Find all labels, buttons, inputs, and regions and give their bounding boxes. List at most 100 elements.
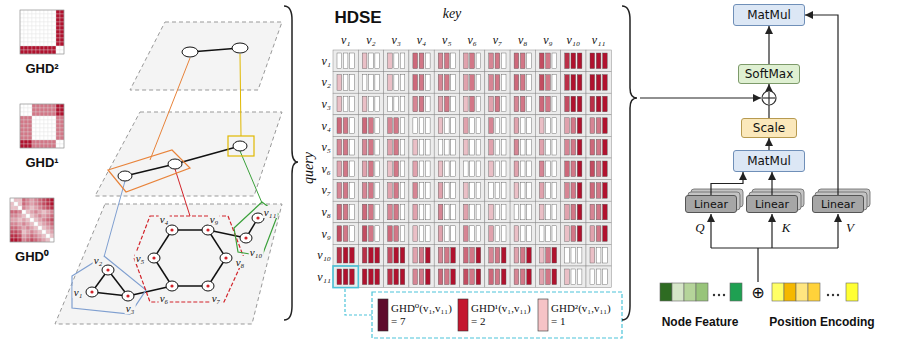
ghd-cell xyxy=(52,132,56,136)
ghd-cell xyxy=(20,136,24,140)
distance-bar xyxy=(369,161,374,177)
distance-bar xyxy=(394,204,399,220)
ghd-cell xyxy=(44,50,48,54)
ghd-cell xyxy=(46,210,50,214)
distance-bar xyxy=(571,75,576,91)
ghd-cell xyxy=(46,222,50,226)
distance-bar xyxy=(394,75,399,91)
dot xyxy=(827,294,829,296)
column-label: v₁ xyxy=(341,33,351,48)
distance-bar xyxy=(350,161,355,177)
matrix-cell xyxy=(434,115,459,137)
ghd-cell xyxy=(20,144,24,148)
ghd-cell xyxy=(60,104,64,108)
ghd-cell xyxy=(10,218,14,222)
input-label: Node Feature xyxy=(662,315,739,329)
ghd-cell xyxy=(44,124,48,128)
distance-bar xyxy=(527,269,532,285)
graph-node xyxy=(182,47,198,57)
distance-bar xyxy=(438,247,443,263)
ghd-cell xyxy=(42,226,46,230)
attention-op: MatMul xyxy=(733,4,805,26)
distance-bar xyxy=(527,226,532,242)
distance-bar xyxy=(571,139,576,155)
distance-bar xyxy=(343,118,348,134)
ghd-frame xyxy=(10,198,54,242)
distance-bar xyxy=(590,226,595,242)
ghd-cell xyxy=(32,128,36,132)
ghd-cell xyxy=(18,222,22,226)
feature-cell xyxy=(684,283,696,301)
ghd-cell xyxy=(24,132,28,136)
matrix-cell xyxy=(333,72,358,94)
matrix-cell xyxy=(358,136,383,158)
ghd-cell xyxy=(14,226,18,230)
ghd-cell xyxy=(44,112,48,116)
graph-node xyxy=(202,281,214,291)
distance-bar xyxy=(546,75,551,91)
dot xyxy=(837,294,839,296)
distance-bar xyxy=(577,139,582,155)
matrix-cell xyxy=(586,201,611,223)
distance-bar xyxy=(546,247,551,263)
distance-bar xyxy=(337,226,342,242)
ghd-cell xyxy=(14,218,18,222)
matrix-cell xyxy=(409,266,434,288)
ghd-cell xyxy=(18,206,22,210)
distance-bar xyxy=(495,139,500,155)
distance-bar xyxy=(546,139,551,155)
distance-bar xyxy=(438,183,443,199)
ghd-cell xyxy=(40,14,44,18)
ghd-cell xyxy=(56,26,60,30)
ghd-cell xyxy=(32,140,36,144)
ghd-cell xyxy=(60,116,64,120)
ghd-cell xyxy=(38,230,42,234)
distance-bar xyxy=(413,183,418,199)
matrix-cell xyxy=(409,93,434,115)
graph-nodes xyxy=(86,213,264,301)
distance-bar xyxy=(590,75,595,91)
matrix-cell xyxy=(333,158,358,180)
distance-bar xyxy=(603,183,608,199)
distance-bar xyxy=(565,204,570,220)
node-dot xyxy=(170,228,173,231)
ghd-cell xyxy=(28,42,32,46)
distance-bar xyxy=(470,53,475,69)
ghd-cell xyxy=(42,210,46,214)
ghd-cell xyxy=(44,34,48,38)
matrix-cell xyxy=(358,266,383,288)
leader-line xyxy=(240,151,262,203)
distance-bar xyxy=(470,183,475,199)
ghd-cell xyxy=(44,136,48,140)
distance-bar xyxy=(388,226,393,242)
distance-bar xyxy=(470,139,475,155)
distance-bar xyxy=(527,96,532,112)
graph-node xyxy=(240,233,252,243)
ghd-cell xyxy=(50,198,54,202)
distance-bar xyxy=(350,247,355,263)
ghd-cell xyxy=(46,206,50,210)
ghd-cell xyxy=(28,128,32,132)
ghd-cell xyxy=(28,18,32,22)
distance-bar xyxy=(426,183,431,199)
node-dot xyxy=(224,256,227,259)
ghd-cell xyxy=(44,42,48,46)
distance-bar xyxy=(388,139,393,155)
input-name: K xyxy=(782,220,791,236)
distance-bar xyxy=(596,183,601,199)
distance-bar xyxy=(596,53,601,69)
distance-bar xyxy=(476,96,481,112)
ghd-cell xyxy=(40,42,44,46)
ghd-cell xyxy=(48,120,52,124)
distance-bar xyxy=(419,53,424,69)
matrix-cell xyxy=(358,244,383,266)
ghd-cell xyxy=(44,120,48,124)
distance-bar xyxy=(571,96,576,112)
ghd-cell xyxy=(52,128,56,132)
matrix-cell xyxy=(333,136,358,158)
ghd-cell xyxy=(40,18,44,22)
row-label: v₇ xyxy=(322,183,332,198)
ghd-cell xyxy=(30,226,34,230)
ghd-cell xyxy=(30,230,34,234)
ghd-cell xyxy=(38,214,42,218)
